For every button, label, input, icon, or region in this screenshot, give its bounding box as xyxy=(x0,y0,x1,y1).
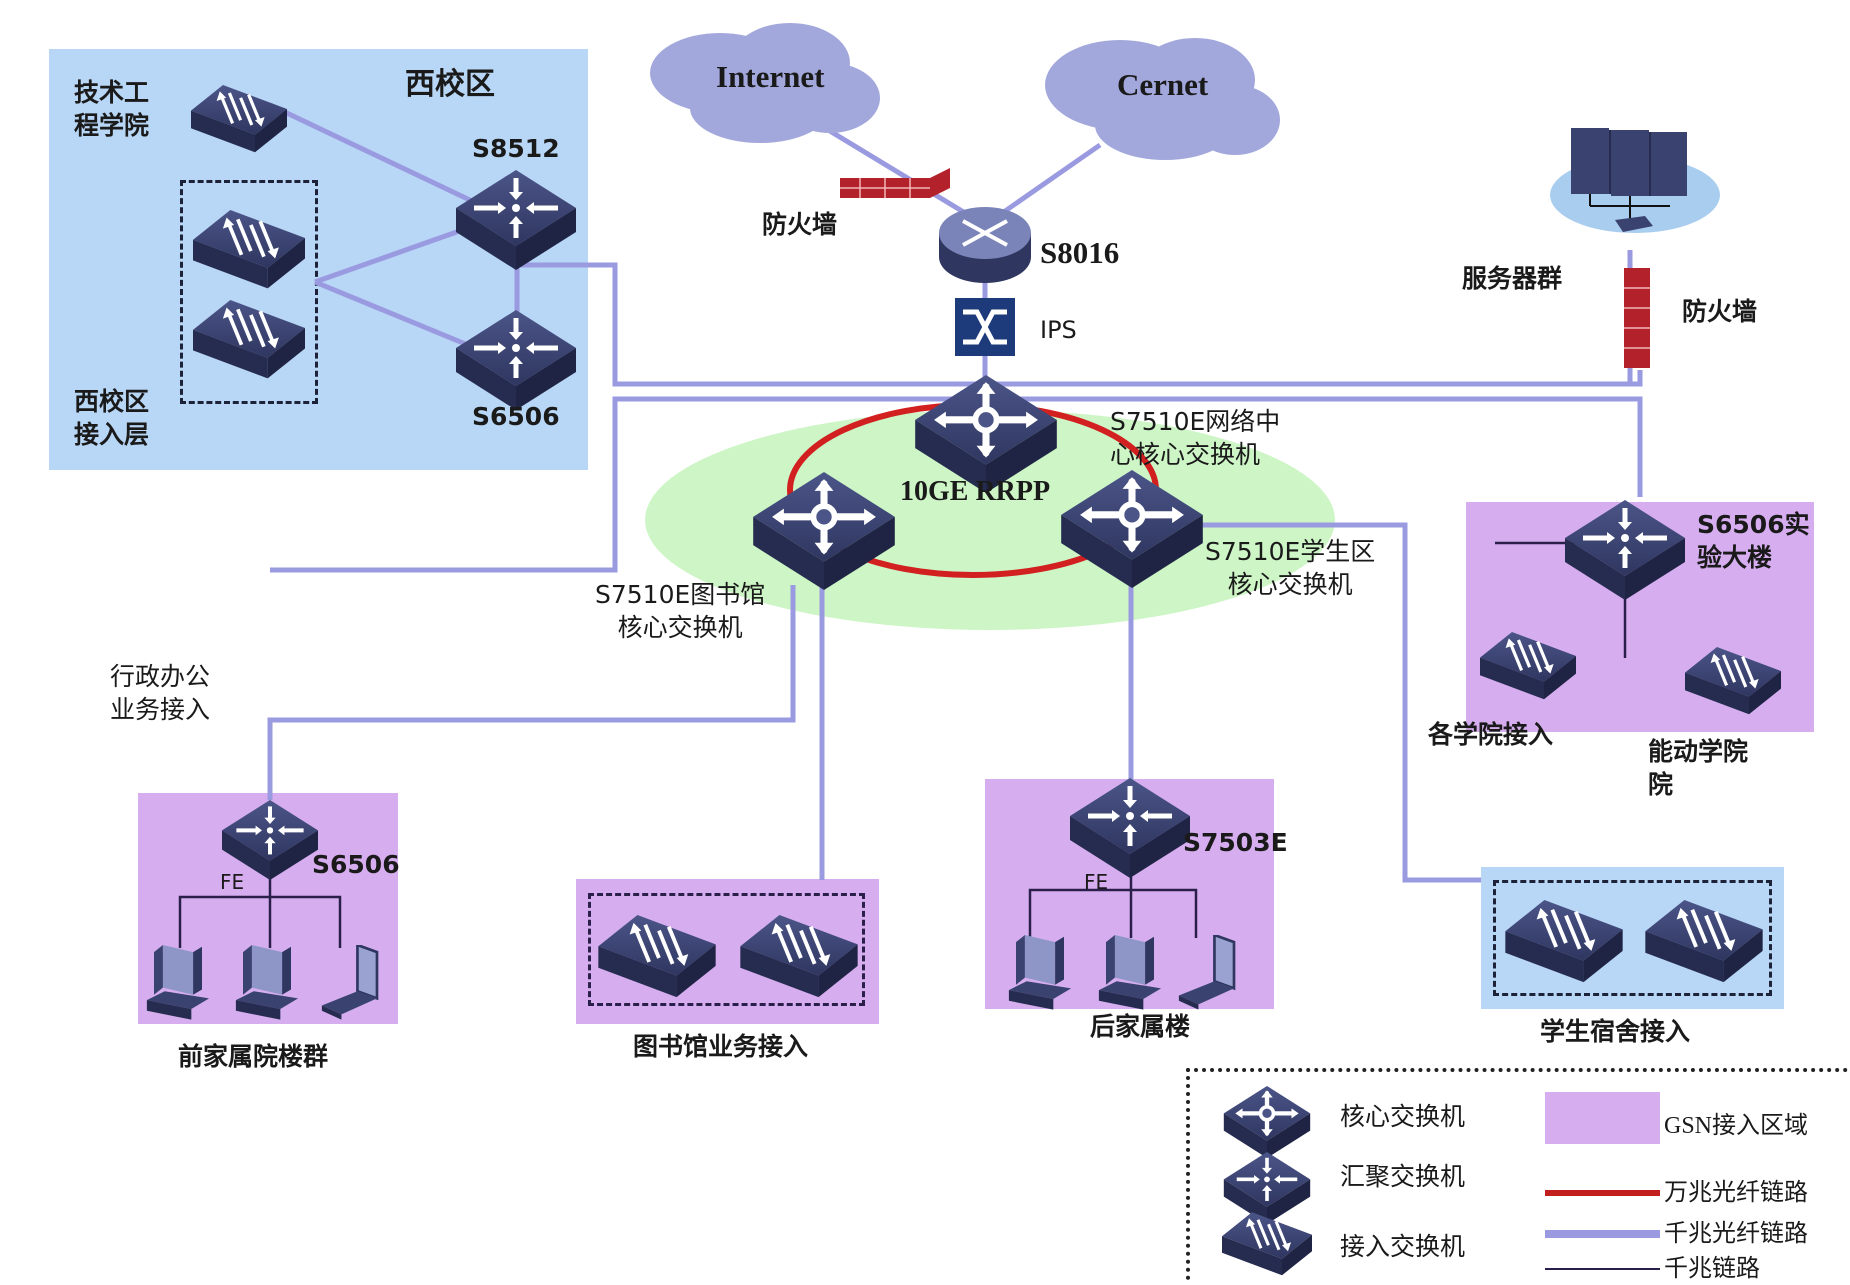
server-firewall-icon[interactable] xyxy=(1624,268,1650,368)
legend: 核心交换机 汇聚交换机 接入交换机 GSN接入区域 万兆光纤链路 千兆光纤链路 … xyxy=(1186,1068,1848,1282)
s8016-label: S8016 xyxy=(1040,235,1120,270)
link-internet-firewall xyxy=(818,122,987,228)
front-housing-switch-label: S6506 xyxy=(312,850,400,879)
legend-gsn-label: GSN接入区域 xyxy=(1664,1113,1809,1139)
s8016-router-icon[interactable] xyxy=(937,205,1033,285)
rear-housing-s7503e-switch[interactable] xyxy=(1070,778,1190,878)
legend-gig-fiber-label: 千兆光纤链路 xyxy=(1664,1219,1808,1247)
ips-label: IPS xyxy=(1040,316,1077,344)
west-access-group-border xyxy=(180,180,318,404)
internet-firewall-label: 防火墙 xyxy=(762,210,838,239)
s8512-label: S8512 xyxy=(472,134,560,163)
front-housing-title: 前家属院楼群 xyxy=(178,1042,329,1071)
legend-access-switch-label: 接入交换机 xyxy=(1340,1232,1466,1261)
server-group-label: 服务器群 xyxy=(1462,264,1563,293)
link-tech-to-s8512 xyxy=(268,102,497,215)
legend-core-switch-label: 核心交换机 xyxy=(1340,1102,1466,1131)
library-access-group-border xyxy=(588,893,865,1006)
legend-core-switch-icon xyxy=(1222,1086,1312,1158)
student-core-label: S7510E学生区 核心交换机 xyxy=(1205,537,1376,599)
legend-aggregation-switch-label: 汇聚交换机 xyxy=(1340,1162,1466,1191)
front-housing-fe-label: FE xyxy=(220,870,245,894)
rear-housing-pc-1 xyxy=(1005,935,1075,1015)
colleges-access-switch[interactable] xyxy=(1478,632,1578,704)
rear-housing-title: 后家属楼 xyxy=(1090,1012,1191,1041)
library-access-switch-1[interactable] xyxy=(598,915,716,1003)
legend-gsn-swatch xyxy=(1545,1092,1660,1144)
s6506-west-label: S6506 xyxy=(472,402,560,431)
tech-college-access-switch[interactable] xyxy=(190,85,288,157)
front-housing-pc-2 xyxy=(232,945,302,1025)
server-firewall-label: 防火墙 xyxy=(1682,297,1758,326)
tech-college-label: 技术工 程学院 xyxy=(74,78,150,140)
legend-gig-link-swatch xyxy=(1545,1268,1660,1270)
s8512-aggregation-switch[interactable] xyxy=(456,170,576,270)
legend-ten-gig-label: 万兆光纤链路 xyxy=(1664,1178,1808,1206)
west-access-switch-1[interactable] xyxy=(193,210,305,294)
rear-housing-fe-label: FE xyxy=(1084,870,1109,894)
network-center-core-label: S7510E网络中 心核心交换机 xyxy=(1110,407,1281,469)
internet-label: Internet xyxy=(716,59,825,94)
admin-access-label: 行政办公 业务接入 xyxy=(110,662,211,724)
front-housing-laptop xyxy=(318,945,388,1025)
student-core-switch[interactable] xyxy=(1058,470,1206,588)
dorm-access-switch-2[interactable] xyxy=(1645,900,1763,988)
cernet-label: Cernet xyxy=(1117,67,1209,102)
legend-gig-link-label: 千兆链路 xyxy=(1664,1254,1760,1282)
server-group-icon[interactable] xyxy=(1545,120,1720,255)
rear-housing-laptop xyxy=(1175,935,1245,1015)
rrpp-ring-label: 10GE RRPP xyxy=(900,476,1051,507)
west-access-switch-2[interactable] xyxy=(193,300,305,384)
lab-switch-label: S6506实 验大楼 xyxy=(1697,510,1810,572)
dorm-access-title: 学生宿舍接入 xyxy=(1540,1017,1691,1046)
link-access-to-s6506 xyxy=(314,279,481,353)
energy-college-access-switch[interactable] xyxy=(1683,647,1783,719)
internet-cloud-icon xyxy=(650,23,880,143)
gig-copper-links xyxy=(178,541,1627,948)
dorm-access-group-border xyxy=(1493,880,1772,996)
legend-gig-fiber-swatch xyxy=(1545,1230,1660,1238)
energy-college-label: 能动学院 院 xyxy=(1648,737,1749,799)
link-west-lower xyxy=(270,396,1643,573)
s6506-lab-aggregation-switch[interactable] xyxy=(1565,500,1685,600)
cernet-cloud-icon xyxy=(1045,38,1280,160)
front-housing-pc-1 xyxy=(143,945,213,1025)
link-west-upper xyxy=(517,262,1643,387)
gig-fiber-links xyxy=(267,102,1643,883)
colleges-access-label: 各学院接入 xyxy=(1428,720,1554,749)
library-core-switch[interactable] xyxy=(750,472,898,590)
west-access-layer-label: 西校区 接入层 xyxy=(74,387,150,449)
dorm-access-switch-1[interactable] xyxy=(1505,900,1623,988)
west-campus-zone xyxy=(49,49,588,470)
library-access-title: 图书馆业务接入 xyxy=(633,1032,809,1061)
rear-housing-pc-2 xyxy=(1095,935,1165,1015)
legend-access-switch-icon xyxy=(1222,1212,1312,1280)
west-campus-title: 西校区 xyxy=(405,67,495,102)
link-student-dorm xyxy=(1190,522,1481,883)
ips-device-icon[interactable] xyxy=(955,298,1015,356)
library-access-switch-2[interactable] xyxy=(740,915,858,1003)
link-library-admin xyxy=(267,585,796,800)
library-core-label: S7510E图书馆 核心交换机 xyxy=(595,580,766,642)
rear-housing-switch-label: S7503E xyxy=(1183,828,1288,857)
s6506-aggregation-switch[interactable] xyxy=(456,310,576,410)
legend-ten-gig-swatch xyxy=(1545,1190,1660,1196)
internet-firewall-icon[interactable] xyxy=(840,168,950,200)
